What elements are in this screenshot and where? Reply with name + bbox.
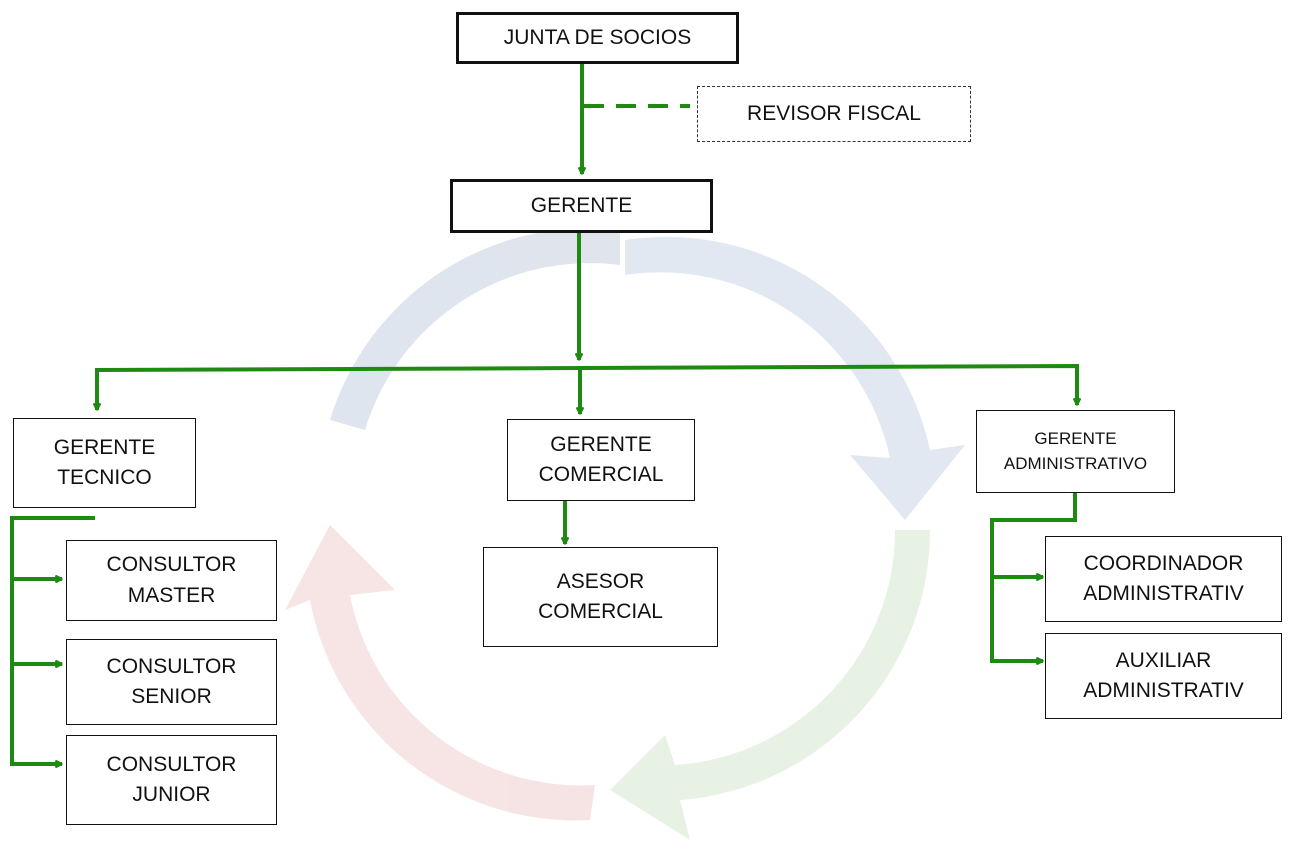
node-gerente-comercial: GERENTE COMERCIAL [507,419,695,501]
node-asesor-comercial: ASESOR COMERCIAL [483,547,718,647]
edge-tecnico-spine [10,516,95,764]
watermark-arrow-bottom-right [610,530,931,840]
node-auxiliar-administrativ: AUXILIAR ADMINISTRATIV [1045,633,1282,719]
node-consultor-junior: CONSULTOR JUNIOR [66,735,277,825]
edge-horizontal-bar [95,363,1079,392]
node-coordinador-administrativ: COORDINADOR ADMINISTRATIV [1045,536,1282,622]
node-gerente-tecnico: GERENTE TECNICO [13,418,196,508]
node-gerente-administrativo: GERENTE ADMINISTRATIVO [976,410,1175,493]
node-junta-de-socios: JUNTA DE SOCIOS [456,12,739,64]
node-consultor-senior: CONSULTOR SENIOR [66,639,277,725]
node-consultor-master: CONSULTOR MASTER [66,540,277,621]
connectors [10,62,1079,764]
watermark-arrow-top [330,228,620,430]
node-gerente: GERENTE [450,179,713,233]
circular-arrows-icon [285,228,965,840]
watermark-arrow-left [285,525,595,821]
watermark-arrow-right [625,236,965,520]
node-revisor-fiscal: REVISOR FISCAL [697,86,971,142]
edge-administrativo-spine [990,492,1077,661]
